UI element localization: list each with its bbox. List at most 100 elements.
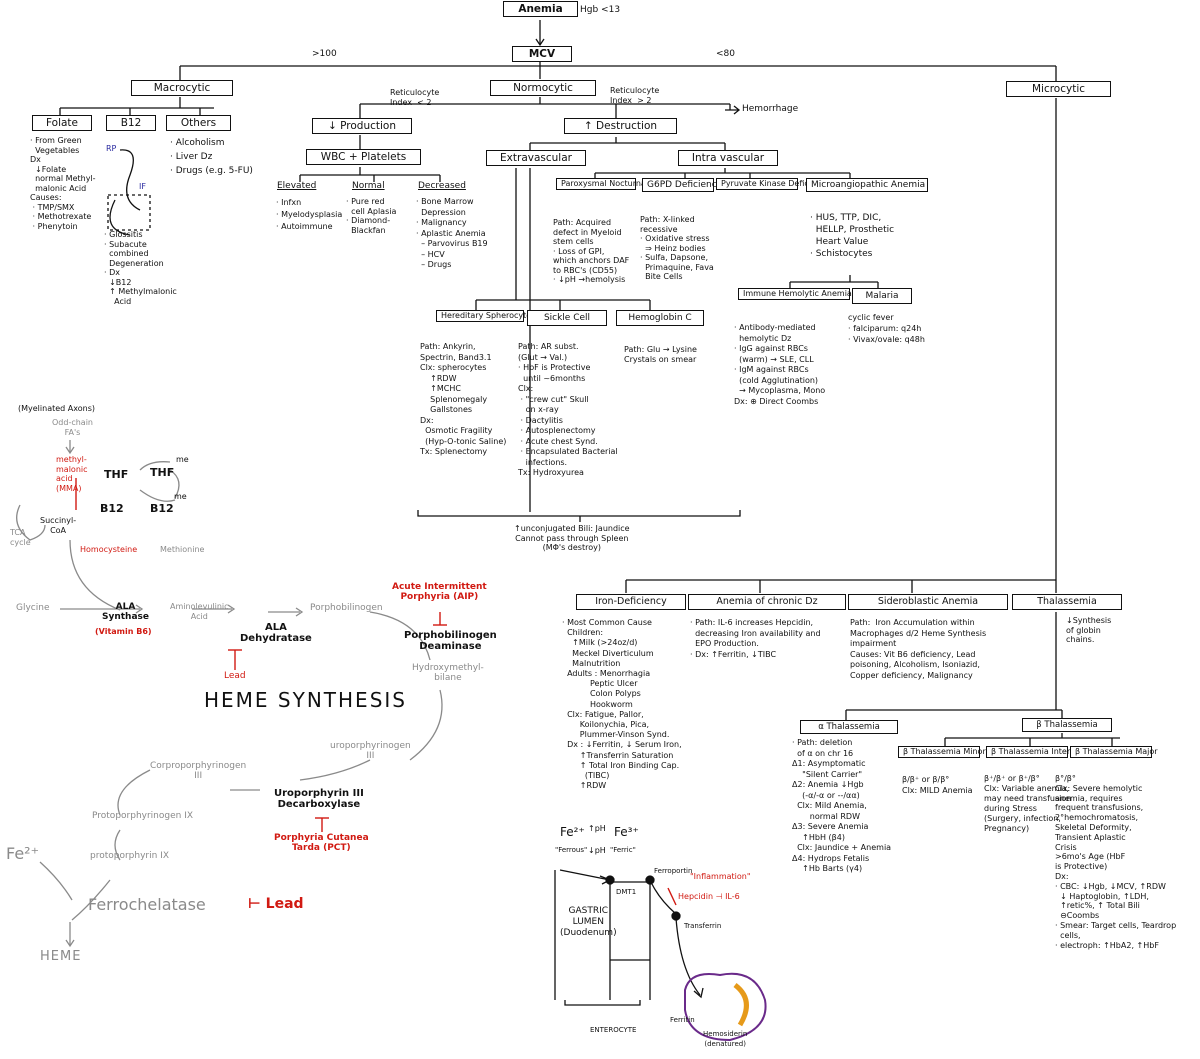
lead-inhibitor-2: ⊢ Lead [248,896,304,912]
beta-minor-node: β Thalassemia Minor [898,746,986,758]
beta-major-node: β Thalassemia Major [1070,746,1158,758]
odd-chain-label: Odd-chain FA's [52,418,94,437]
ferritin-label: Ferritin [670,1016,695,1024]
immune-hemolytic-node: Immune Hemolytic Anemia [738,288,852,300]
ferric-label: "Ferric" [610,846,636,854]
hgb-threshold: Hgb <13 [580,5,621,15]
maha-node: Microangiopathic Anemia [806,178,928,192]
extravascular-node: Extravascular [486,150,586,166]
fe3-label: Fe³⁺ [614,825,639,839]
thf-right: THF [150,466,175,479]
spherocytosis-notes: Path: Ankyrin, Spectrin, Band3.1 Clx: sp… [420,342,507,456]
extravascular-footnote: ↑unconjugated Bili: Jaundice Cannot pass… [514,524,630,552]
others-notes: · Alcoholism · Liver Dz · Drugs (e.g. 5-… [170,138,253,176]
ph-down-label: ↓pH [588,846,606,855]
sickle-cell-notes: Path: AR subst. (Glut → Val.) · HbF is P… [518,342,618,477]
wbc-platelets-node: WBC + Platelets [306,149,421,165]
pnh-notes: Path: Acquired defect in Myeloid stem ce… [553,218,630,284]
pyruvate-kinase-node: Pyruvate Kinase Deficiency [716,178,830,190]
inflammation-label: "Inflammation" [690,872,751,881]
sideroblastic-node: Sideroblastic Anemia [848,594,1008,610]
pbg-deaminase-label: Porphobilinogen Deaminase [404,630,497,652]
thalassemia-notes: ↓Synthesis of globin chains. [1066,616,1112,644]
homocysteine-label: Homocysteine [80,545,138,554]
uro-decarboxylase-label: Uroporphyrin III Decarboxylase [274,788,364,810]
hemoglobin-c-notes: Path: Glu → Lysine Crystals on smear [624,345,697,364]
retic-gt2: Reticulocyte Index > 2 [610,86,660,105]
transferrin-label: Transferrin [684,922,722,930]
acd-notes: · Path: IL-6 increases Hepcidin, decreas… [690,618,821,659]
iron-deficiency-node: Iron-Deficiency [576,594,686,610]
normal-heading: Normal [352,181,385,191]
thalassemia-node: Thalassemia [1012,594,1122,610]
normal-notes: · Pure red cell Aplasia · Diamond- Black… [346,197,397,235]
beta-intermedia-notes: β⁺/β⁺ or β⁺/β° Clx: Variable anemia, may… [984,774,1072,833]
immune-hemolytic-notes: · Antibody-mediated hemolytic Dz · IgG a… [734,323,826,406]
ferrochelatase-label: Ferrochelatase [88,895,206,914]
mcv-gt100: >100 [312,49,337,59]
me-top: me [176,455,189,464]
hepcidin-label: Hepcidin ⊣ IL-6 [678,892,740,901]
anemia-node: Anemia [503,1,578,17]
ph-up-label: ↑pH [588,824,606,833]
mcv-node: MCV [512,46,572,62]
fe2-label: Fe²⁺ [560,825,585,839]
maha-notes: · HUS, TTP, DIC, HELLP, Prosthetic Heart… [810,213,895,259]
methionine-label: Methionine [160,545,205,554]
succinyl-coa-label: Succinyl- CoA [40,516,77,535]
myelinated-axons-label: (Myelinated Axons) [18,404,95,413]
retic-lt2: Reticulocyte Index < 2 [390,88,440,107]
b12-notes: · Glossitis · Subacute combined Degenera… [104,230,177,306]
heme-product-label: HEME [40,949,82,964]
destruction-node: ↑ Destruction [564,118,677,134]
porphobilinogen-label: Porphobilinogen [310,603,383,613]
me-bottom: me [174,492,187,501]
elevated-heading: Elevated [277,181,317,191]
if-label: IF [139,182,146,191]
glycine-label: Glycine [16,603,50,613]
vitamin-b6-label: (Vitamin B6) [95,627,152,636]
decreased-heading: Decreased [418,181,466,191]
decreased-notes: · Bone Marrow Depression · Malignancy · … [416,197,488,269]
beta-major-notes: β°/β° Clx: Severe hemolytic anemia, requ… [1055,774,1177,950]
malaria-node: Malaria [852,288,912,304]
protoporphyrinogen-label: Protoporphyrinogen IX [92,811,194,821]
pct-label: Porphyria Cutanea Tarda (PCT) [274,833,369,853]
alpha-thalassemia-node: α Thalassemia [800,720,898,734]
heme-synthesis-title: HEME SYNTHESIS [204,688,407,712]
hemoglobin-c-node: Hemoglobin C [616,310,704,326]
b12-left: B12 [100,502,124,515]
ala-synthase-label: ALA Synthase [102,602,149,622]
aip-label: Acute Intermittent Porphyria (AIP) [392,582,487,602]
b12-right: B12 [150,502,174,515]
beta-minor-notes: β/β⁺ or β/β° Clx: MILD Anemia [902,775,973,795]
beta-thalassemia-node: β Thalassemia [1022,718,1112,732]
ala-label: Aminolevulinic Acid [170,602,229,621]
folate-notes: · From Green Vegetables Dx ↓Folate norma… [30,136,96,231]
thf-left: THF [104,468,129,481]
dmt1-label: DMT1 [616,888,637,896]
folate-node: Folate [32,115,92,131]
beta-intermedia-node: β Thalassemia Intermedia [986,746,1095,758]
coproporphyrinogen-label: Corproporphyrinogen III [150,761,247,781]
gastric-lumen-label: GASTRIC LUMEN (Duodenum) [560,906,617,938]
sideroblastic-notes: Path: Iron Accumulation within Macrophag… [850,618,987,680]
fe2-heme-label: Fe²⁺ [6,844,40,863]
others-node: Others [166,115,231,131]
normocytic-node: Normocytic [490,80,596,96]
protoporphyrin-label: protoporphyrin IX [90,851,170,861]
mcv-lt80: <80 [716,49,735,59]
b12-node: B12 [106,115,156,131]
enterocyte-label: ENTEROCYTE [590,1026,637,1034]
iron-deficiency-notes: · Most Common Cause Children: ↑Milk (>24… [562,618,682,791]
uroporphyrinogen-label: uroporphyrinogen III [330,741,411,761]
malaria-notes: cyclic fever · falciparum: q24h · Vivax/… [848,313,925,344]
g6pd-notes: Path: X-linked recessive · Oxidative str… [640,215,714,281]
production-node: ↓ Production [312,118,412,134]
g6pd-node: G6PD Deficiency [642,178,722,192]
intravascular-node: Intra vascular [678,150,778,166]
alpha-thalassemia-notes: · Path: deletion of α on chr 16 Δ1: Asym… [792,738,892,873]
ferrous-label: "Ferrous" [555,846,588,854]
lead-inhibitor-1: Lead [224,671,246,681]
